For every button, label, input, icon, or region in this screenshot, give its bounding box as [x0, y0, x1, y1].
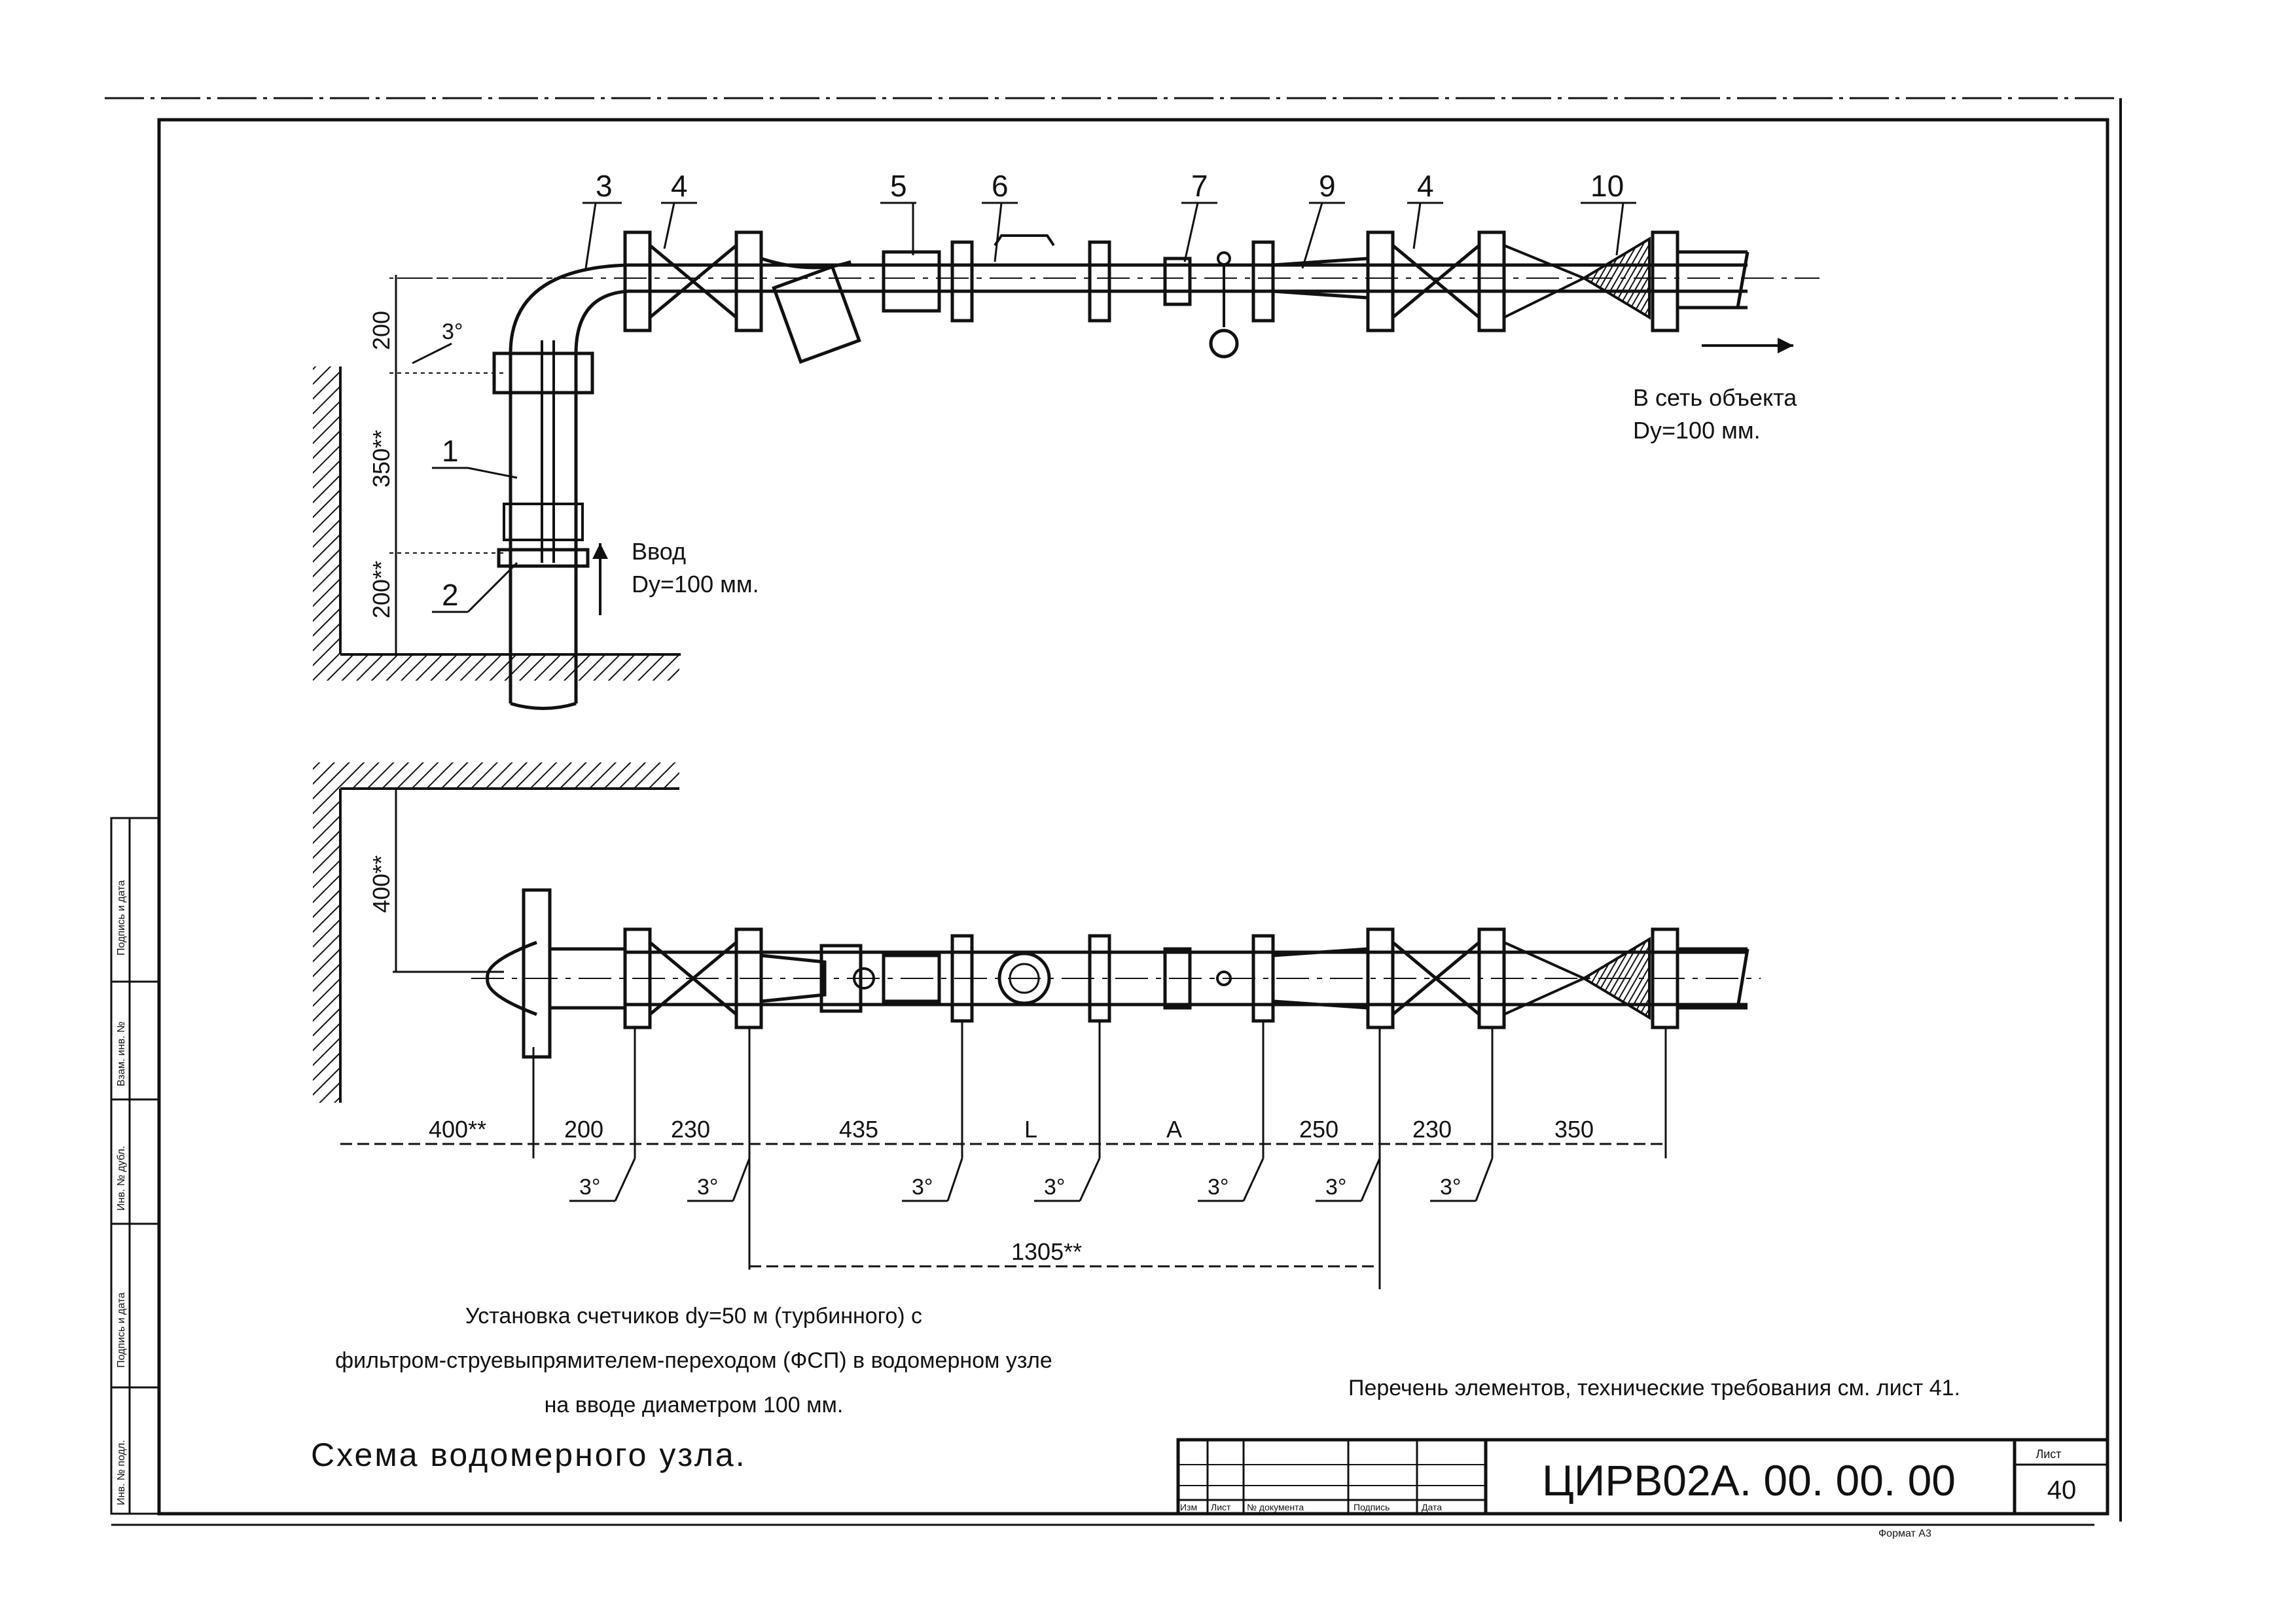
gate-valve-plan-2 — [1391, 941, 1480, 1016]
gate-valve-plan-1 — [649, 941, 738, 1016]
reference-note: Перечень элементов, технические требован… — [1348, 1376, 1960, 1400]
main-pipe-plan — [625, 950, 1748, 1007]
callout-3: 3 — [596, 169, 613, 203]
col-list: Лист — [1211, 1502, 1231, 1512]
dim-200-bottom: 200** — [368, 561, 395, 618]
filter-strainer — [772, 264, 861, 365]
inlet-label: Ввод — [632, 538, 686, 565]
fsp-transition — [882, 250, 941, 313]
main-pipe-top — [628, 263, 1748, 293]
fsp-plan — [882, 954, 941, 1003]
callout-7: 7 — [1191, 169, 1208, 203]
drawing-frame — [157, 118, 2109, 1516]
callout-4b: 4 — [1417, 169, 1434, 203]
flange-group — [623, 230, 1749, 365]
callout-10: 10 — [1590, 169, 1624, 203]
document-code: ЦИРВ02А. 00. 00. 00 — [1542, 1456, 1956, 1505]
riser-clamp-plan — [522, 888, 552, 1059]
caption-line-2: фильтром-струевыпрямителем-переходом (ФС… — [335, 1348, 1052, 1373]
dim-total: 1305** — [1011, 1238, 1082, 1265]
dim-seg-4: 435 — [839, 1116, 878, 1143]
inlet-diameter: Dy=100 мм. — [632, 571, 759, 597]
callout-2: 2 — [442, 578, 459, 612]
elbow-pipe — [509, 263, 629, 354]
sheet-label: Лист — [2036, 1448, 2061, 1461]
extension-lines — [532, 1021, 1667, 1289]
slope-3: 3° — [912, 1175, 933, 1200]
reducer-9 — [1272, 257, 1369, 300]
dim-seg-3: 230 — [671, 1116, 710, 1143]
dim-seg-1: 400** — [429, 1116, 486, 1143]
dim-seg-L: L — [1024, 1116, 1037, 1143]
support-clamp-bottom — [497, 548, 590, 568]
reducer-plan — [1272, 947, 1369, 1010]
title-block: Изм Лист № документа Подпись Дата ЦИРВ02… — [1176, 1438, 2109, 1539]
union-fitting — [1163, 257, 1192, 306]
slope-7: 3° — [1440, 1175, 1462, 1200]
col-doc: № документа — [1247, 1502, 1304, 1512]
caption-block: Установка счетчиков dy=50 м (турбинного)… — [311, 1304, 1960, 1473]
filter-plan — [819, 944, 863, 1013]
outlet-diameter: Dy=100 мм. — [1633, 417, 1761, 444]
dim-seg-7: 250 — [1299, 1116, 1338, 1143]
dim-seg-8: 230 — [1412, 1116, 1452, 1143]
strip-label-4: Подпись и дата — [116, 1293, 127, 1368]
mesh-filter-10 — [1581, 236, 1651, 320]
slope-1: 3° — [579, 1175, 601, 1200]
riser-pipe — [509, 353, 578, 704]
pressure-gauge — [1209, 329, 1239, 359]
strip-label-1: Подпись и дата — [116, 880, 127, 955]
slope-4: 3° — [1044, 1175, 1066, 1200]
dim-seg-2: 200 — [564, 1116, 603, 1143]
slope-6: 3° — [1325, 1175, 1347, 1200]
meter-plan — [997, 952, 1051, 1005]
col-sign: Подпись — [1354, 1502, 1390, 1512]
union-plan — [1163, 947, 1192, 1010]
caption-line-3: на вводе диаметром 100 мм. — [545, 1393, 844, 1418]
dimension-labels: 400** 200 230 435 L A 250 230 350 — [429, 1116, 1594, 1143]
side-strip: Подпись и дата Взам. инв. № Инв. № дубл.… — [110, 817, 160, 1515]
dim-200-top: 200 — [368, 311, 395, 350]
dim-seg-A: A — [1166, 1116, 1182, 1143]
mesh-filter-plan — [1581, 936, 1651, 1020]
wall-hatch — [313, 366, 340, 654]
callouts: 3 4 5 6 7 9 4 10 1 2 — [432, 169, 1636, 613]
outlet-label: В сеть объекта — [1633, 384, 1797, 411]
callout-6: 6 — [992, 169, 1009, 203]
callout-9: 9 — [1319, 169, 1336, 203]
callout-1: 1 — [442, 434, 459, 468]
angle-mark-elev: 3° — [442, 319, 463, 344]
callout-4a: 4 — [671, 169, 688, 203]
plan-view: 400** — [313, 762, 1761, 1289]
gate-valve-2 — [1391, 244, 1480, 319]
meter-body — [994, 234, 1055, 247]
elevation-dimensions: 200 350** 200** 3° — [368, 275, 589, 654]
wall-hatch-plan-left — [313, 789, 340, 1103]
slope-marks: 3° 3° 3° 3° 3° 3° 3° — [569, 1158, 1494, 1202]
strip-label-2: Взам. инв. № — [116, 1022, 127, 1086]
slope-5: 3° — [1208, 1175, 1229, 1200]
format-label: Формат А3 — [1878, 1528, 1931, 1539]
col-date: Дата — [1422, 1502, 1442, 1512]
strip-label-3: Инв. № дубл. — [116, 1146, 127, 1211]
col-izm: Изм — [1180, 1502, 1197, 1512]
dim-350: 350** — [368, 430, 395, 488]
floor-hatch — [313, 654, 679, 681]
sheet-number: 40 — [2047, 1476, 2077, 1505]
strip-label-5: Инв. № подл. — [116, 1440, 127, 1505]
slope-2: 3° — [697, 1175, 719, 1200]
dim-seg-9: 350 — [1554, 1116, 1594, 1143]
wall-hatch-plan-top — [313, 762, 679, 789]
gate-valve-1 — [649, 244, 738, 319]
drawing-title: Схема водомерного узла. — [311, 1436, 747, 1473]
dim-400-vert: 400** — [368, 855, 395, 913]
caption-line-1: Установка счетчиков dy=50 м (турбинного)… — [465, 1304, 922, 1329]
callout-5: 5 — [890, 169, 907, 203]
elevation-view: 3 4 5 6 7 9 4 10 1 2 — [313, 169, 1820, 710]
pipe-sleeve — [503, 503, 584, 541]
